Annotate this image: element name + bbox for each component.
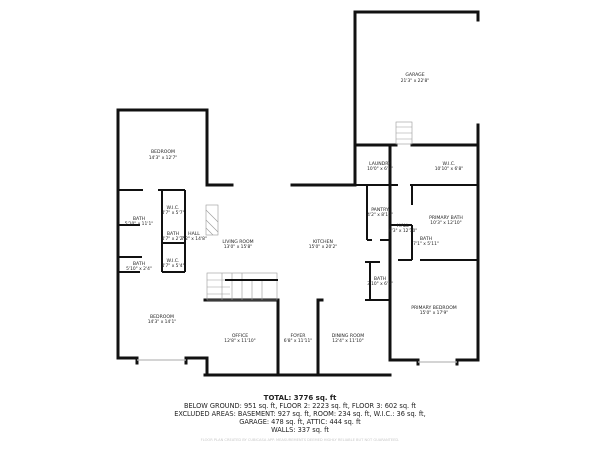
room-dims: 7'2" x 14'8" (181, 236, 207, 242)
room-wic-left-bottom: W.I.C.4'7" x 5'4" (161, 258, 184, 269)
room-name: BEDROOM (151, 149, 175, 155)
total-area: TOTAL: 3776 sq. ft (263, 394, 337, 402)
room-dims: 3'10" x 6'8" (367, 281, 393, 287)
room-dims: 6'8" x 11'11" (284, 338, 313, 344)
room-dims: 4'7" x 5'7" (161, 210, 184, 216)
room-dims: 13'0" x 15'8" (224, 244, 253, 250)
room-name: BEDROOM (150, 314, 174, 320)
room-dims: 10'10" x 6'8" (435, 166, 464, 172)
room-name: W.I.C. (443, 161, 456, 167)
room-dims: 14'3" x 12'7" (149, 155, 178, 161)
room-name: BATH (133, 216, 145, 222)
floor-areas: BELOW GROUND: 951 sq. ft, FLOOR 2: 2223 … (183, 402, 416, 410)
excluded-areas-cont: GARAGE: 478 sq. ft, ATTIC: 444 sq. ft (239, 418, 361, 426)
room-dims: 5'10" x 2'4" (126, 266, 152, 272)
room-dims: 12'4" x 11'10" (332, 338, 363, 344)
room-dims: 7'1" x 5'11" (413, 241, 439, 247)
excluded-areas: EXCLUDED AREAS: BASEMENT: 927 sq. ft, RO… (174, 410, 426, 418)
room-dims: 12'8" x 11'10" (224, 338, 255, 344)
room-name: PRIMARY BEDROOM (411, 305, 457, 311)
room-name: FOYER (291, 333, 307, 339)
room-name: DINING ROOM (332, 333, 365, 339)
room-dims: 14'3" x 14'1" (148, 319, 177, 325)
room-dims: 21'3" x 22'8" (401, 78, 430, 84)
room-name: PANTRY (371, 207, 389, 213)
room-name: W.I.C. (167, 205, 180, 211)
room-name: W.I.C. (167, 258, 180, 264)
room-name: BATH (374, 276, 386, 282)
room-name: GARAGE (405, 72, 424, 78)
room-name: HALL (397, 223, 409, 229)
room-name: BATH (133, 261, 145, 267)
room-wic-right: W.I.C.10'10" x 6'8" (435, 161, 464, 172)
room-dims: 15'0" x 17'9" (420, 310, 449, 316)
disclaimer: FLOOR PLAN CREATED BY CUBICASA APP. MEAS… (200, 438, 400, 442)
room-name: OFFICE (232, 333, 248, 339)
room-dims: 4'7" x 2'2" (161, 236, 184, 242)
room-dims: 4'7" x 5'4" (161, 263, 184, 269)
room-dims: 10'0" x 6'8" (367, 166, 393, 172)
walls-area: WALLS: 337 sq. ft (271, 426, 329, 434)
room-name: LAUNDRY (369, 161, 391, 167)
room-name: BATH (420, 236, 432, 242)
room-dims: 4'2" x 8'10" (367, 212, 393, 218)
walls (116, 10, 480, 377)
room-name: HALL (188, 231, 200, 237)
room-name: PRIMARY BATH (429, 215, 463, 221)
stairs (205, 121, 413, 301)
room-name: LIVING ROOM (222, 239, 253, 245)
room-dims: 10'3" x 12'10" (430, 220, 461, 226)
room-dims: 6'3" x 12'10" (389, 228, 418, 234)
room-dims: 15'0" x 20'2" (309, 244, 338, 250)
room-wic-left-top: W.I.C.4'7" x 5'7" (161, 205, 184, 216)
room-dims: 5'10" x 11'1" (125, 221, 154, 227)
room-name: KITCHEN (313, 239, 333, 245)
room-name: BATH (167, 231, 179, 237)
